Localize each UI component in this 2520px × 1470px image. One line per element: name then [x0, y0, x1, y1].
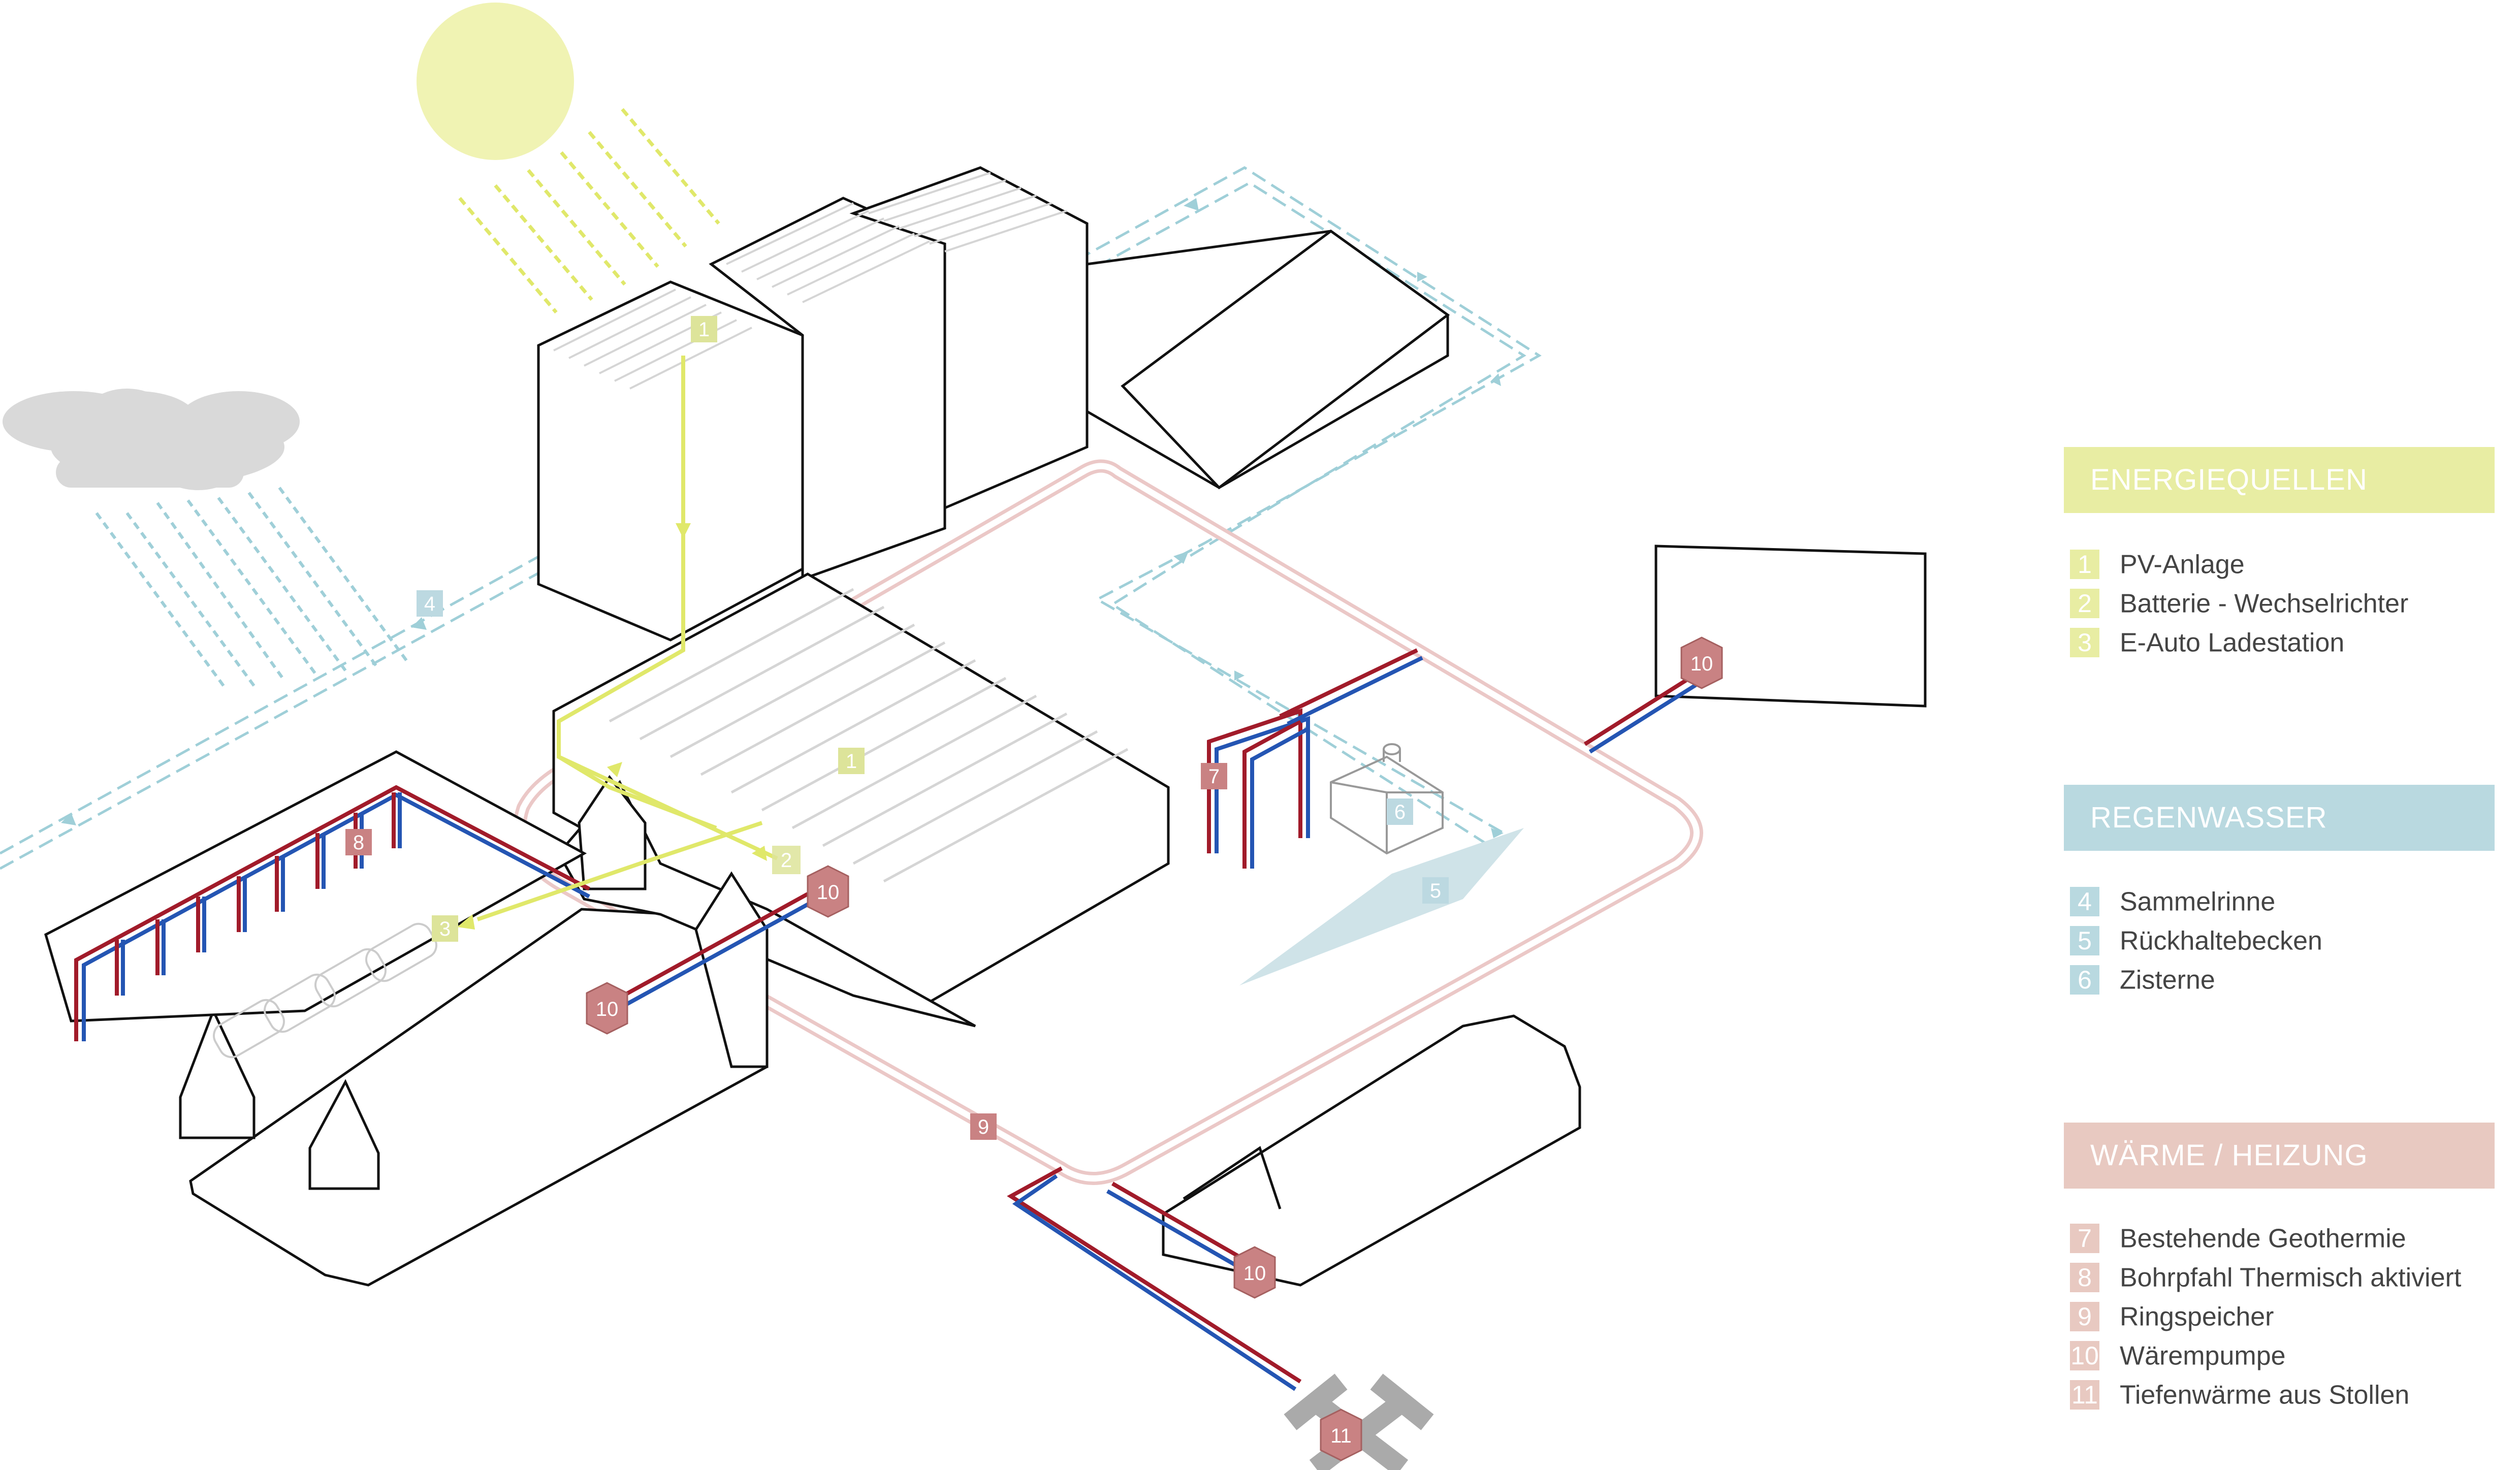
pv-roof-panels-hall	[609, 588, 1129, 883]
small-building-right	[1654, 545, 1927, 708]
legend-label: Zisterne	[2120, 965, 2215, 995]
marker-1-roof: 1	[691, 316, 717, 342]
cloud-icon	[3, 389, 300, 490]
marker-10-heatpump-right: 10	[1680, 636, 1723, 689]
marker-2-battery: 2	[772, 846, 801, 874]
legend-number: 11	[2070, 1380, 2099, 1410]
legend-item-ring-storage: 9 Ringspeicher	[2070, 1300, 2274, 1332]
svg-text:6: 6	[1394, 801, 1406, 823]
legend-item-battery: 2 Batterie - Wechselrichter	[2070, 587, 2409, 619]
legend-label: Rückhaltebecken	[2120, 926, 2322, 956]
retention-basin	[1239, 828, 1524, 985]
svg-text:8: 8	[353, 832, 364, 854]
legend-label: PV-Anlage	[2120, 550, 2245, 580]
legend-number: 1	[2070, 550, 2099, 580]
legend-label: Tiefenwärme aus Stollen	[2120, 1380, 2410, 1410]
svg-text:10: 10	[1690, 653, 1713, 675]
legend-number: 2	[2070, 589, 2099, 619]
legend-label: Wärempumpe	[2120, 1341, 2286, 1371]
long-building-right	[1121, 229, 1450, 490]
energy-flow-arrows	[457, 523, 767, 930]
legend-label: Batterie - Wechselrichter	[2120, 589, 2409, 619]
legend-number: 9	[2070, 1302, 2099, 1332]
legend-item-pv: 1 PV-Anlage	[2070, 548, 2245, 580]
marker-7-geothermal: 7	[1201, 763, 1227, 789]
marker-6-cistern: 6	[1387, 798, 1413, 825]
legend-title-rain: REGENWASSER	[2064, 785, 2495, 851]
marker-1-hall: 1	[838, 748, 865, 774]
legend-number: 6	[2070, 965, 2099, 995]
svg-text:10: 10	[817, 881, 840, 904]
svg-text:1: 1	[698, 318, 710, 341]
svg-text:9: 9	[978, 1116, 989, 1138]
diagram-markers: 1 1 2 3 4 5 6 7	[345, 316, 1723, 1461]
svg-text:7: 7	[1208, 765, 1220, 788]
legend-item-basin: 5 Rückhaltebecken	[2070, 924, 2322, 956]
legend-item-ev-charging: 3 E-Auto Ladestation	[2070, 626, 2345, 658]
legend-number: 5	[2070, 926, 2099, 956]
svg-text:11: 11	[1330, 1425, 1352, 1447]
legend-item-geothermal: 7 Bestehende Geothermie	[2070, 1222, 2406, 1254]
legend-number: 7	[2070, 1224, 2099, 1254]
legend-label: Sammelrinne	[2120, 887, 2276, 917]
heatpump-pipes	[609, 668, 1708, 1391]
marker-10-heatpump-hall: 10	[807, 865, 849, 918]
marker-5-basin: 5	[1422, 877, 1449, 904]
barn-building	[1162, 1014, 1581, 1287]
svg-text:2: 2	[781, 849, 792, 872]
marker-4-gutter: 4	[417, 590, 443, 617]
parking-cars	[213, 922, 437, 1059]
svg-text:4: 4	[424, 593, 435, 615]
marker-10-heatpump-castle: 10	[586, 982, 628, 1035]
legend-number: 3	[2070, 628, 2099, 658]
legend-number: 4	[2070, 887, 2099, 917]
geothermal-frame	[1207, 648, 1423, 869]
marker-3-ev-charging: 3	[432, 915, 458, 942]
legend-title-heat: WÄRME / HEIZUNG	[2064, 1123, 2495, 1189]
central-pv-hall	[552, 572, 1170, 1012]
marker-9-ring-storage: 9	[970, 1113, 997, 1140]
legend-number: 10	[2070, 1341, 2099, 1371]
rain-flow-arrows	[61, 198, 1504, 838]
marker-8-thermo-piles: 8	[345, 829, 372, 855]
svg-text:3: 3	[439, 918, 451, 940]
marker-10-heatpump-barn: 10	[1233, 1246, 1276, 1299]
legend-item-deep-heat: 11 Tiefenwärme aus Stollen	[2070, 1378, 2410, 1410]
legend-number: 8	[2070, 1263, 2099, 1293]
svg-text:10: 10	[596, 998, 619, 1020]
legend-item-heatpump: 10 Wärempumpe	[2070, 1339, 2286, 1371]
svg-text:10: 10	[1243, 1262, 1266, 1285]
svg-text:1: 1	[846, 750, 857, 773]
sun-icon	[417, 3, 574, 160]
sun-rays	[458, 108, 720, 314]
legend-item-cistern: 6 Zisterne	[2070, 963, 2215, 995]
marker-11-deep-heat: 11	[1320, 1409, 1362, 1461]
legend-item-gutter: 4 Sammelrinne	[2070, 885, 2276, 917]
legend-label: E-Auto Ladestation	[2120, 628, 2345, 658]
legend-item-thermo-piles: 8 Bohrpfahl Thermisch aktiviert	[2070, 1261, 2462, 1293]
legend-title-energy: ENERGIEQUELLEN	[2064, 447, 2495, 513]
svg-text:5: 5	[1430, 880, 1441, 902]
legend-label: Bohrpfahl Thermisch aktiviert	[2120, 1263, 2462, 1293]
energy-flow-lines	[476, 356, 778, 921]
legend-label: Ringspeicher	[2120, 1302, 2274, 1332]
legend-label: Bestehende Geothermie	[2120, 1224, 2406, 1254]
